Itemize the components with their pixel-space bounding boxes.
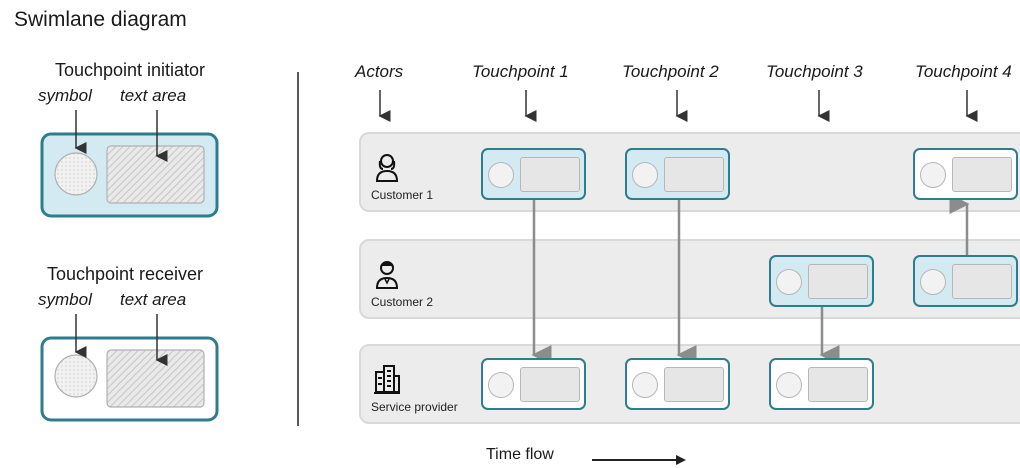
touchpoint-1-customer-1-initiator — [481, 148, 586, 200]
touchpoint-text-area — [952, 157, 1012, 192]
touchpoint-text-area — [808, 367, 868, 402]
building-icon — [374, 365, 400, 394]
legend-receiver-symbol-label: symbol — [38, 290, 92, 309]
touchpoint-3-customer-2-initiator — [769, 255, 874, 307]
legend-receiver-text-area — [106, 349, 205, 408]
legend-initiator-label: Touchpoint initiator — [54, 60, 206, 80]
touchpoint-symbol — [488, 162, 514, 188]
time-flow-arrow — [592, 455, 686, 465]
column-header-touchpoint-4: Touchpoint 4 — [915, 62, 1012, 81]
touchpoint-text-area — [664, 367, 724, 402]
touchpoint-symbol — [488, 372, 514, 398]
touchpoint-symbol — [920, 269, 946, 295]
lane-label-service-provider: Service provider — [371, 400, 458, 414]
column-header-arrows — [378, 90, 978, 122]
female-person-icon — [375, 154, 399, 182]
lane-label-customer-1: Customer 1 — [371, 188, 434, 202]
touchpoint-text-area — [952, 264, 1012, 299]
touchpoint-2-service-provider-receiver — [625, 358, 730, 410]
touchpoint-symbol — [920, 162, 946, 188]
touchpoint-symbol — [776, 269, 802, 295]
legend-receiver-box — [40, 336, 219, 422]
touchpoint-text-area — [520, 367, 580, 402]
lane-label-customer-2: Customer 2 — [371, 295, 434, 309]
legend-initiator-text-area — [106, 145, 205, 204]
legend-initiator-box — [40, 132, 219, 218]
column-header-touchpoint-2: Touchpoint 2 — [622, 62, 719, 81]
legend-initiator-symbol-label: symbol — [38, 86, 92, 105]
touchpoint-text-area — [664, 157, 724, 192]
touchpoint-4-customer-2-initiator — [913, 255, 1018, 307]
column-header-touchpoint-1: Touchpoint 1 — [472, 62, 569, 81]
column-header-actors: Actors — [355, 62, 404, 81]
lane-customer-2: Customer 2 — [359, 239, 1020, 319]
touchpoint-2-customer-1-initiator — [625, 148, 730, 200]
touchpoint-symbol — [632, 372, 658, 398]
touchpoint-text-area — [520, 157, 580, 192]
time-flow-label: Time flow — [486, 446, 554, 463]
legend-receiver-label: Touchpoint receiver — [46, 264, 204, 284]
touchpoint-symbol — [632, 162, 658, 188]
touchpoint-symbol — [776, 372, 802, 398]
column-header-touchpoint-3: Touchpoint 3 — [766, 62, 863, 81]
touchpoint-3-service-provider-receiver — [769, 358, 874, 410]
touchpoint-text-area — [808, 264, 868, 299]
diagram-title: Swimlane diagram — [14, 8, 187, 31]
male-person-icon — [375, 261, 399, 289]
legend-initiator-text-area-label: text area — [120, 86, 187, 105]
legend-receiver-text-area-label: text area — [120, 290, 187, 309]
legend-graphics — [40, 72, 299, 426]
touchpoint-1-service-provider-receiver — [481, 358, 586, 410]
touchpoint-4-customer-1-receiver — [913, 148, 1018, 200]
